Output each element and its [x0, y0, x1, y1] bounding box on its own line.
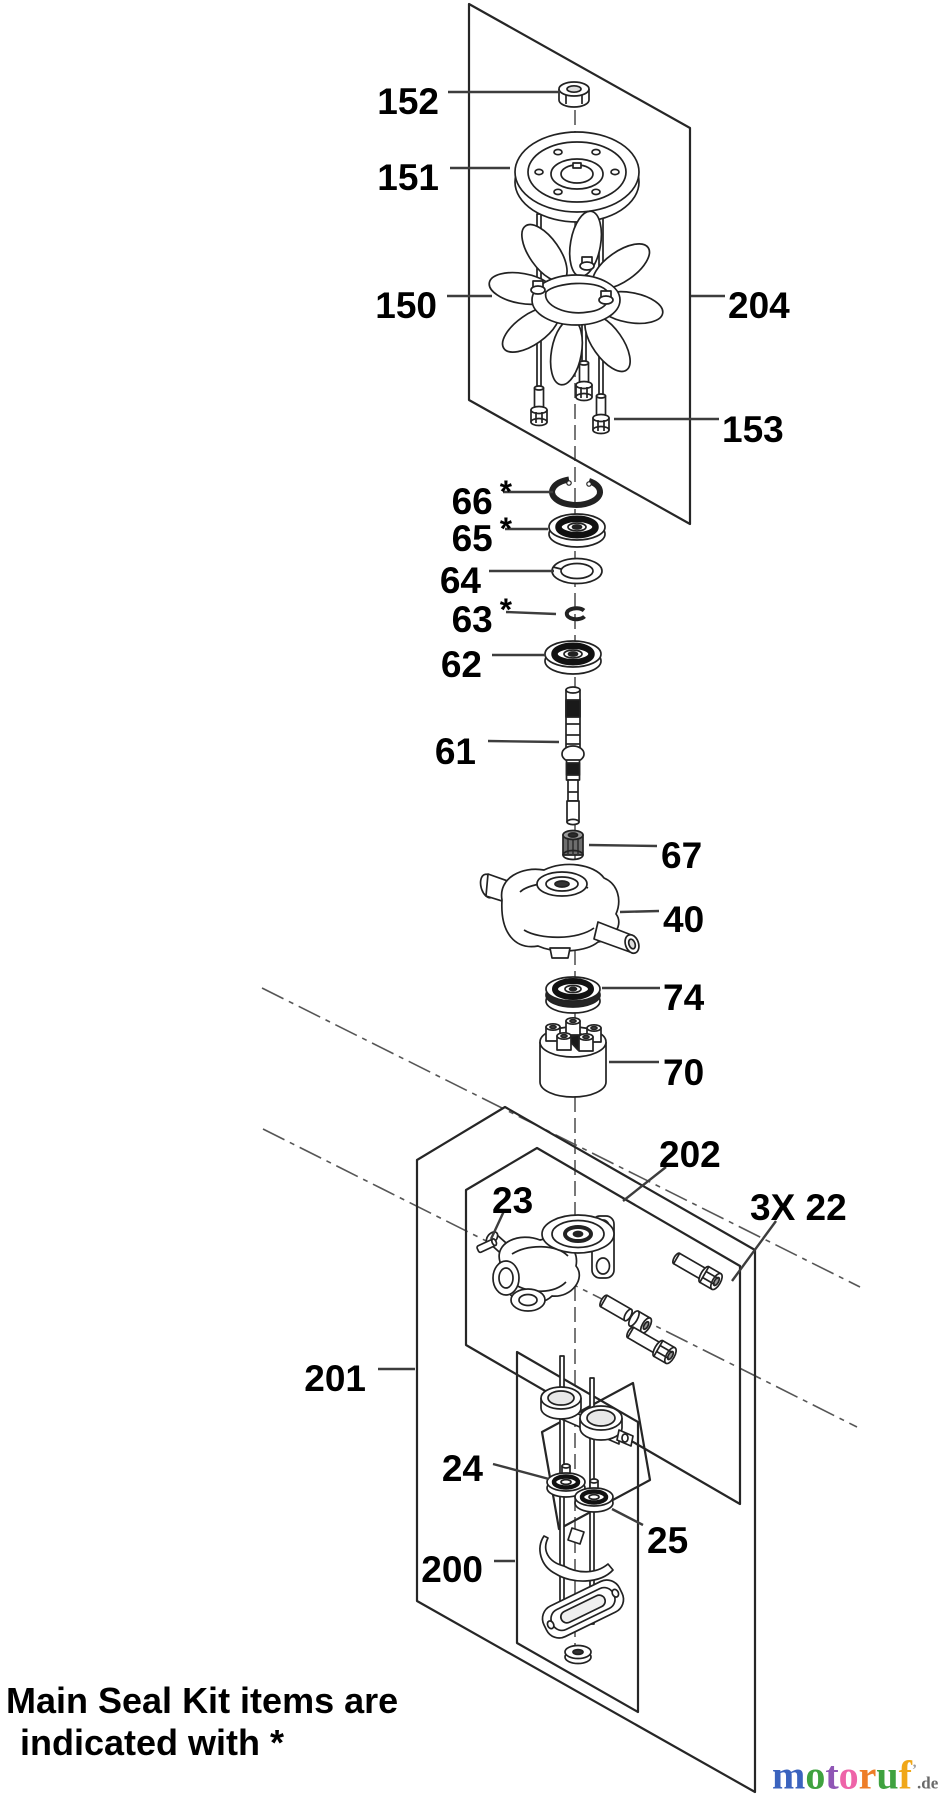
part-label-201: 201	[304, 1357, 366, 1399]
part-64-washer-icon	[551, 557, 603, 585]
part-62-bearing-icon	[545, 641, 601, 674]
part-151-pulley-icon	[514, 131, 640, 223]
logo-letter: u	[876, 1752, 899, 1798]
part-65-bearing-icon	[549, 514, 605, 547]
part-label-65: 65*	[451, 511, 512, 559]
logo-tick: ’	[912, 1762, 917, 1778]
part-63-ring-icon	[564, 606, 586, 622]
part-67-coupling-icon	[562, 829, 584, 861]
part-label-67: 67	[661, 834, 703, 876]
part-150-fan-icon	[488, 210, 664, 386]
part-label-200: 200	[421, 1548, 483, 1590]
seal-kit-note-line1: Main Seal Kit items are	[6, 1680, 399, 1721]
part-label-202: 202	[659, 1133, 721, 1175]
motoruf-logo: motoruf’.de	[772, 1748, 938, 1800]
part-label-74: 74	[663, 976, 705, 1018]
logo-letter: m	[772, 1752, 806, 1798]
part-74-seal-icon	[545, 976, 601, 1014]
part-label-25: 25	[647, 1519, 689, 1561]
part-label-64: 64	[439, 559, 481, 601]
logo-suffix: .de	[917, 1773, 939, 1793]
part-40-housing-icon	[479, 863, 640, 959]
part-label-66: 66*	[451, 474, 512, 522]
part-22-bolts-icon	[599, 1248, 726, 1367]
box-seal-kit	[540, 1381, 652, 1531]
bracket-piece-icon	[539, 1527, 614, 1582]
part-61-shaft-icon	[561, 686, 585, 826]
fan-hub-nuts	[530, 256, 614, 305]
part-label-150: 150	[375, 284, 437, 326]
part-152-nut-icon	[558, 81, 590, 108]
logo-letter: f	[898, 1752, 912, 1798]
twin-collar-piece-icon	[540, 1386, 634, 1447]
leader-lines	[378, 90, 777, 1563]
logo-letter: t	[825, 1752, 839, 1798]
part-label-24: 24	[441, 1447, 483, 1489]
pump-assembly-icon	[485, 1214, 615, 1312]
part-label-152: 152	[377, 80, 439, 122]
part-label-3x22: 3X 22	[750, 1186, 847, 1228]
part-label-62: 62	[440, 643, 482, 685]
base-plate-icon	[541, 1579, 625, 1639]
part-label-23: 23	[492, 1179, 534, 1221]
logo-letter: r	[858, 1752, 877, 1798]
box-204	[467, 2, 692, 526]
part-66-retaining-ring-icon	[549, 476, 603, 508]
part-23-pin-icon	[476, 1238, 498, 1254]
block-pistons	[545, 1016, 602, 1052]
part-70-block-icon	[539, 1016, 607, 1098]
part-label-151: 151	[377, 156, 439, 198]
box-200	[515, 1350, 640, 1714]
part-label-63: 63*	[451, 592, 512, 640]
logo-letter: o	[805, 1752, 826, 1798]
part-label-153: 153	[722, 408, 784, 450]
seal-kit-note: Main Seal Kit items are indicated with *	[6, 1680, 398, 1764]
part-label-40: 40	[663, 898, 705, 940]
part-label-70: 70	[663, 1051, 705, 1093]
part-label-204: 204	[728, 284, 790, 326]
part-label-61: 61	[434, 730, 476, 772]
seal-kit-note-line2: indicated with *	[20, 1722, 285, 1763]
bottom-cap-icon	[564, 1644, 592, 1665]
box-201	[415, 1105, 757, 1794]
logo-letter: o	[838, 1752, 859, 1798]
